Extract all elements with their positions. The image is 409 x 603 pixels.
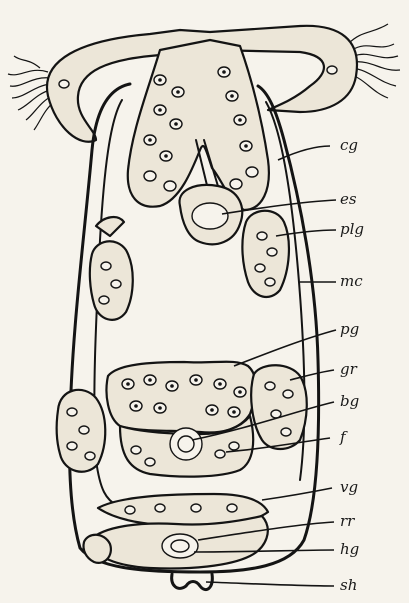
leader-sh <box>206 582 334 586</box>
label-gr: gr <box>340 360 358 378</box>
left-lateral-mass <box>90 241 133 320</box>
label-f: f <box>339 428 348 446</box>
label-plg: plg <box>340 220 364 238</box>
label-vg: vg <box>340 478 358 496</box>
label-pg: pg <box>340 320 359 338</box>
pedal-ganglion <box>107 362 256 433</box>
label-bg: bg <box>340 392 359 410</box>
leader-vg <box>262 488 332 500</box>
label-sh: sh <box>340 576 357 594</box>
label-cg: cg <box>340 136 358 154</box>
label-es: es <box>340 190 357 208</box>
label-mc: mc <box>340 272 363 290</box>
label-rr: rr <box>340 512 355 530</box>
left-bottom-lobe <box>83 535 110 563</box>
leader-pg <box>234 330 336 366</box>
label-hg: hg <box>340 540 359 558</box>
